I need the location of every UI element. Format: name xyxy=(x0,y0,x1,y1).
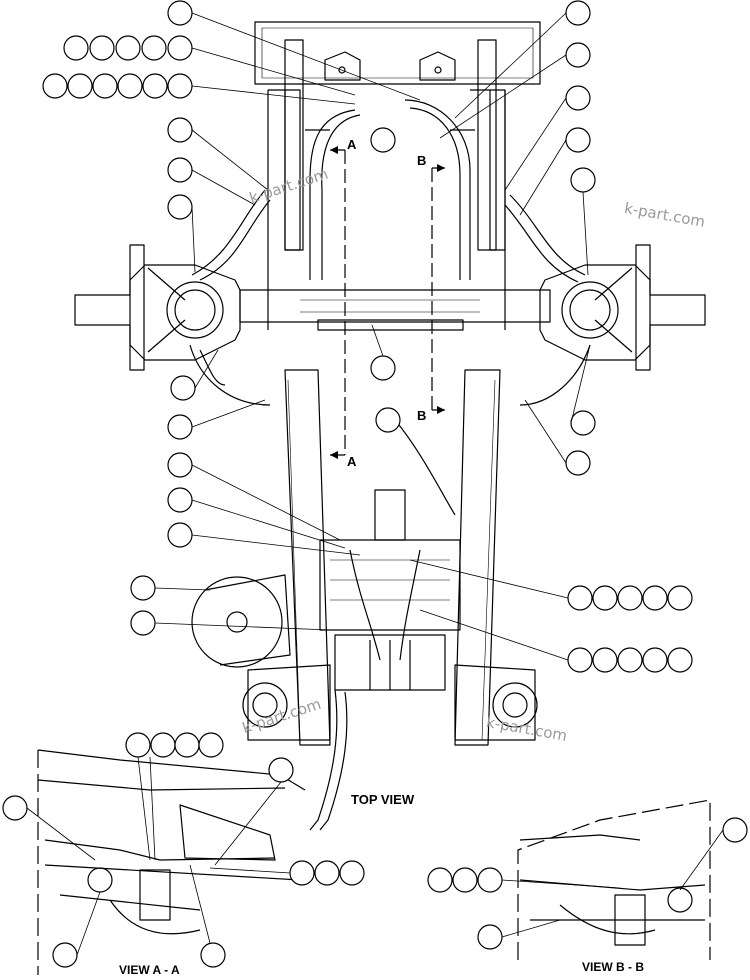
left-wheel-hub xyxy=(74,244,241,371)
section-arrows xyxy=(330,146,445,459)
view-b-drawing xyxy=(517,799,711,960)
section-a-top-label: A xyxy=(347,137,357,152)
section-b-top-label: B xyxy=(417,153,427,168)
top-bumper xyxy=(254,21,541,85)
view-a-title: VIEW A - A xyxy=(119,963,180,977)
top-view-title: TOP VIEW xyxy=(351,792,415,807)
axle-cross-member xyxy=(239,289,551,331)
section-a-bottom-label: A xyxy=(347,454,357,469)
rear-assembly xyxy=(319,489,461,691)
right-frame-rail xyxy=(454,89,506,746)
right-wheel-hub xyxy=(539,244,706,371)
view-b-title: VIEW B - B xyxy=(582,960,644,974)
view-a-drawing xyxy=(37,749,306,975)
leaders xyxy=(26,12,724,956)
section-b-bottom-label: B xyxy=(417,408,427,423)
air-tank xyxy=(191,574,291,668)
tail-line xyxy=(309,689,348,831)
rear-wheels xyxy=(242,664,538,741)
upper-rails xyxy=(284,39,497,251)
hydraulic-lines xyxy=(189,99,591,516)
